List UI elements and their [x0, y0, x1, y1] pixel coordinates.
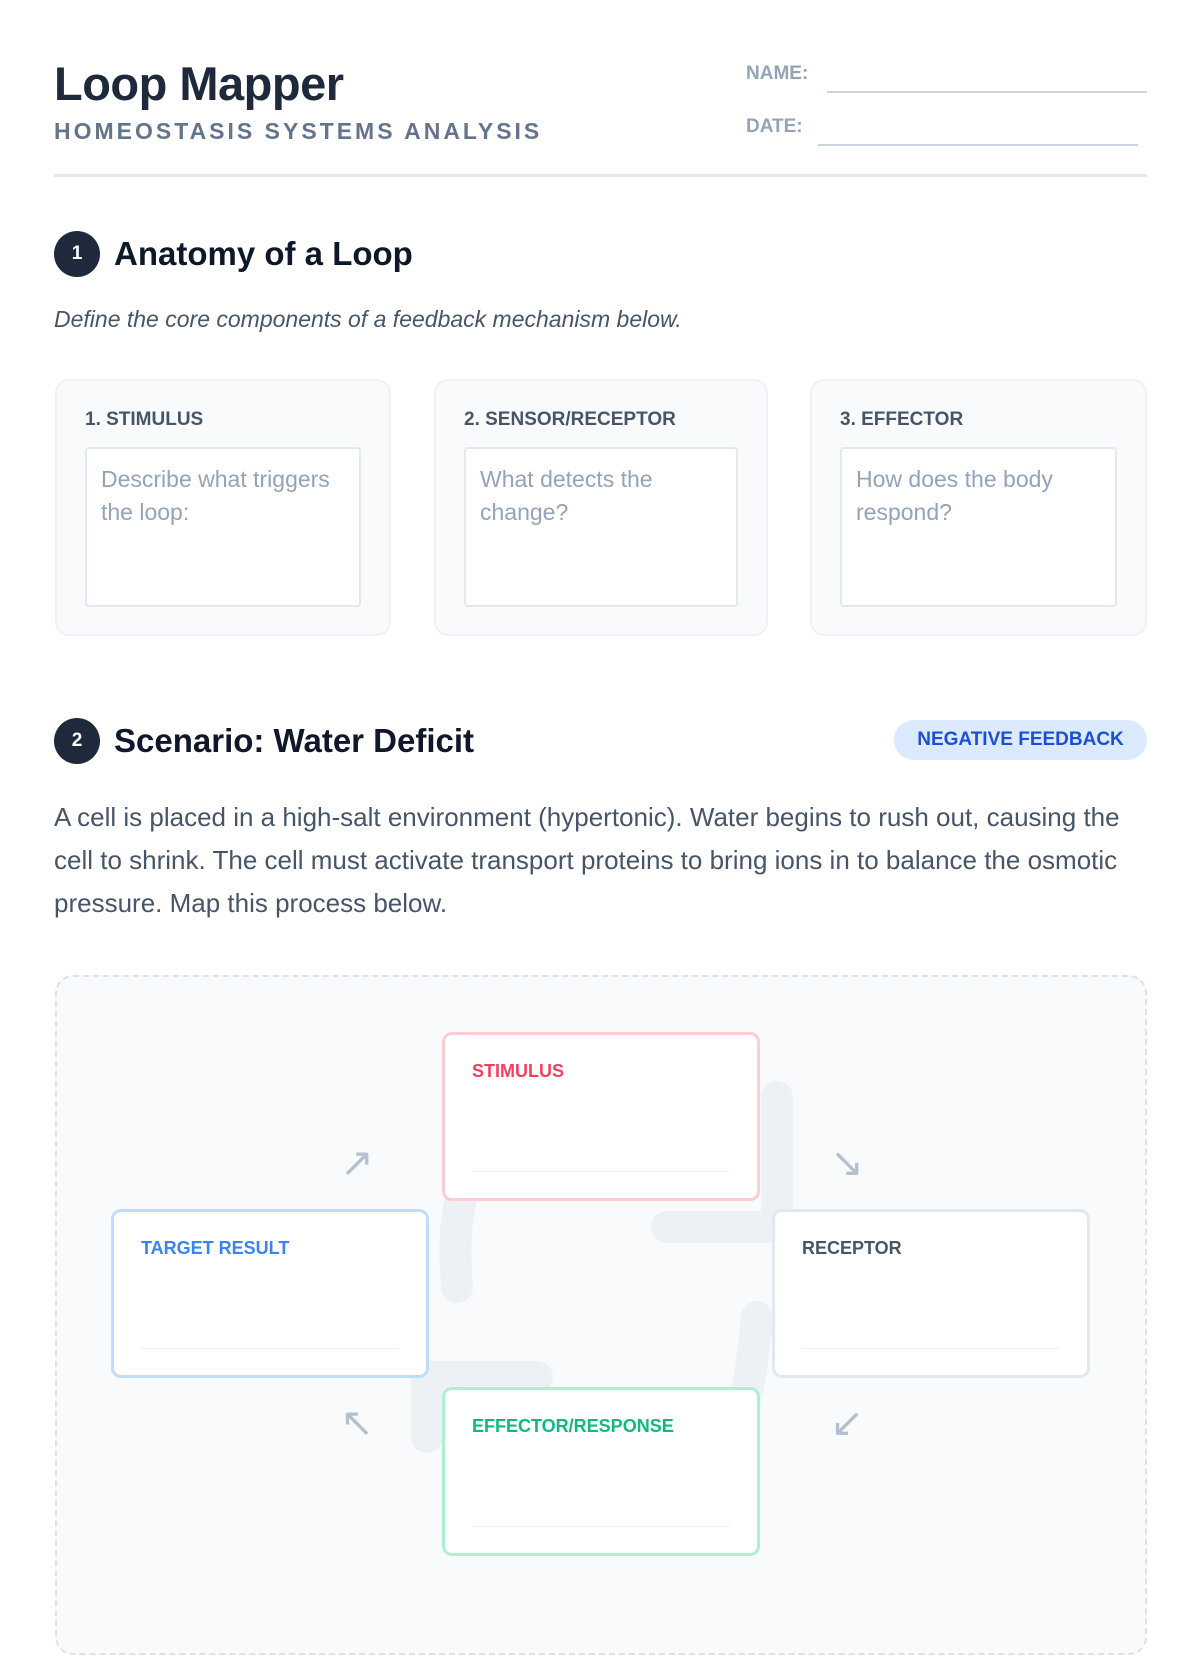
arrow-up-left-icon: ↖ [340, 1401, 374, 1445]
section-2-heading: 2 Scenario: Water Deficit [54, 718, 474, 764]
card-label: 3. EFFECTOR [840, 409, 964, 430]
loop-diagram: STIMULUS RECEPTOR EFFECTOR/RESPONSE TARG… [55, 975, 1147, 1655]
diagram-target-box[interactable]: TARGET RESULT [111, 1209, 429, 1378]
section-number-badge: 1 [54, 231, 100, 277]
answer-line [141, 1348, 399, 1349]
node-label: TARGET RESULT [141, 1238, 290, 1258]
answer-line [472, 1171, 730, 1172]
answer-line [472, 1526, 730, 1527]
answer-line [802, 1348, 1060, 1349]
effector-input[interactable]: How does the body respond? [840, 447, 1117, 607]
section-number-badge: 2 [54, 718, 100, 764]
effector-card: 3. EFFECTOR How does the body respond? [810, 379, 1147, 636]
scenario-description: A cell is placed in a high-salt environm… [54, 802, 1120, 918]
arrow-down-left-icon: ↙ [830, 1401, 864, 1445]
name-field[interactable] [827, 91, 1147, 93]
header-divider [54, 174, 1147, 177]
diagram-receptor-box[interactable]: RECEPTOR [772, 1209, 1090, 1378]
arrow-up-right-icon: ↗ [340, 1141, 374, 1185]
diagram-effector-box[interactable]: EFFECTOR/RESPONSE [442, 1387, 760, 1556]
diagram-stimulus-box[interactable]: STIMULUS [442, 1032, 760, 1201]
date-field[interactable] [818, 144, 1138, 146]
node-label: STIMULUS [472, 1061, 564, 1081]
section-title: Anatomy of a Loop [114, 235, 413, 272]
node-label: EFFECTOR/RESPONSE [472, 1416, 674, 1436]
page-subtitle: HOMEOSTASIS SYSTEMS ANALYSIS [54, 118, 543, 144]
section-1-heading: 1 Anatomy of a Loop [54, 231, 413, 277]
sensor-card: 2. SENSOR/RECEPTOR What detects the chan… [434, 379, 768, 636]
date-label: DATE: [746, 116, 803, 137]
arrow-down-right-icon: ↘ [830, 1141, 864, 1185]
card-label: 2. SENSOR/RECEPTOR [464, 409, 676, 430]
feedback-type-badge: NEGATIVE FEEDBACK [894, 720, 1147, 760]
sensor-input[interactable]: What detects the change? [464, 447, 738, 607]
page-title: Loop Mapper [54, 57, 344, 110]
section-title: Scenario: Water Deficit [114, 722, 475, 759]
section-instruction: Define the core components of a feedback… [54, 306, 682, 332]
name-label: NAME: [746, 63, 809, 84]
stimulus-card: 1. STIMULUS Describe what triggers the l… [55, 379, 391, 636]
node-label: RECEPTOR [802, 1238, 902, 1258]
card-label: 1. STIMULUS [85, 409, 204, 430]
stimulus-input[interactable]: Describe what triggers the loop: [85, 447, 361, 607]
